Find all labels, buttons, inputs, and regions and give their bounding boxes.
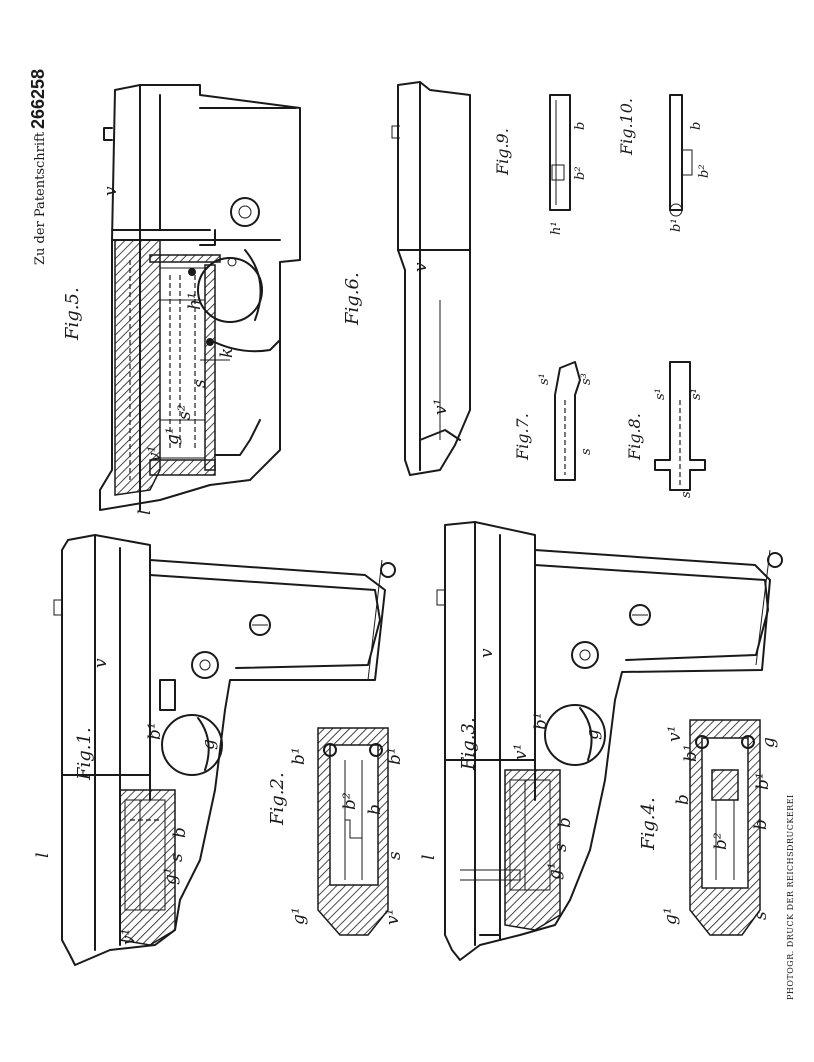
label-g-fig3: g — [583, 729, 603, 740]
label-b1b-fig2: b¹ — [385, 747, 405, 765]
label-g-fig4: g — [759, 737, 779, 748]
label-b1-fig3: b¹ — [531, 712, 551, 730]
label-s1b-fig8: s¹ — [689, 388, 704, 400]
label-s-fig3: s — [551, 843, 571, 852]
label-b1-fig10: b¹ — [669, 218, 684, 232]
label-b1-fig2: b¹ — [289, 747, 309, 765]
label-b-fig10: b — [689, 122, 704, 130]
label-g-fig1: g — [199, 739, 219, 750]
label-s: s — [190, 379, 210, 388]
label-v-fig3: v — [477, 648, 497, 658]
label-s-fig8: s — [679, 491, 694, 498]
figure-6-title: Fig.6. — [342, 272, 363, 326]
printer-imprint-text: PHOTOGR. DRUCK DER REICHSDRUCKEREI — [786, 794, 795, 1000]
label-s-fig1: s — [167, 853, 187, 862]
header-patent-number: 266258 — [28, 69, 48, 129]
label-b2-fig9: b² — [573, 166, 588, 180]
figure-10-title: Fig.10. — [617, 98, 636, 156]
figure-7: s¹ s³ s Fig.7. — [513, 361, 594, 481]
label-v1-fig6: v¹ — [431, 399, 451, 415]
figure-8-title: Fig.8. — [625, 413, 644, 461]
label-l: l — [135, 510, 155, 515]
figure-1: v g b¹ b s g¹ v¹ l Fig.1. — [33, 534, 396, 966]
label-b2-fig4: b² — [711, 832, 731, 850]
figure-5-title: Fig.5. — [62, 287, 83, 341]
figure-1-title: Fig.1. — [74, 727, 95, 781]
label-bc-fig4: b — [751, 819, 771, 830]
label-v: v — [101, 186, 121, 196]
label-s1-fig8: s¹ — [653, 388, 668, 400]
label-v1-fig4: v¹ — [665, 726, 685, 742]
figure-4: v¹ b¹ g b¹ b b² b g¹ s Fig.4. — [638, 719, 779, 936]
label-v1-fig2: v¹ — [383, 909, 403, 925]
printer-imprint: PHOTOGR. DRUCK DER REICHSDRUCKEREI — [786, 794, 795, 1000]
label-g1-fig2: g¹ — [289, 907, 309, 925]
label-s3-fig7: s³ — [579, 373, 594, 385]
label-v1-fig3: v¹ — [511, 744, 531, 760]
figure-6: v v¹ Fig.6. — [342, 81, 471, 476]
label-l-fig3: l — [419, 855, 439, 860]
label-b-fig9: b — [573, 122, 588, 130]
label-b-fig2: b — [365, 804, 385, 815]
label-b1-fig1: b¹ — [145, 722, 165, 740]
label-b1-fig4: b¹ — [681, 744, 701, 762]
figure-5: v h¹ k s s² g¹ v¹ l Fig.5. — [62, 84, 301, 515]
figure-9: b b² h¹ Fig.9. — [493, 94, 588, 235]
figure-10: b b² b¹ Fig.10. — [617, 94, 712, 232]
figure-8: s¹ s¹ s Fig.8. — [625, 361, 706, 498]
label-b1b-fig4: b¹ — [753, 772, 773, 790]
label-v-fig6: v — [411, 262, 431, 272]
label-b2-fig10: b² — [697, 164, 712, 178]
figure-3: v g b¹ v¹ b s g¹ l Fig.3. — [419, 521, 783, 961]
label-v1-fig1: v¹ — [119, 929, 139, 945]
figure-2-title: Fig.2. — [267, 772, 288, 826]
figure-9-title: Fig.9. — [493, 128, 512, 176]
label-s-fig2: s — [385, 851, 405, 860]
label-b-fig4: b — [673, 794, 693, 805]
label-g1: g¹ — [163, 427, 183, 445]
figure-7-title: Fig.7. — [513, 413, 532, 461]
label-s-fig7: s — [579, 448, 594, 455]
label-g1-fig3: g¹ — [545, 862, 565, 880]
label-s2: s² — [175, 404, 195, 420]
label-h1: h¹ — [185, 292, 205, 310]
label-v-fig1: v — [91, 658, 111, 668]
figure-4-title: Fig.4. — [638, 797, 659, 851]
label-b2-fig2: b² — [340, 792, 360, 810]
header-prefix: Zu der Patentschrift — [33, 131, 48, 265]
figure-2: b¹ b¹ b² b s g¹ v¹ Fig.2. — [267, 727, 405, 936]
label-s1-fig7: s¹ — [537, 373, 552, 385]
label-b-fig1: b — [170, 827, 190, 838]
label-h1-fig9: h¹ — [549, 221, 564, 235]
label-b-fig3: b — [555, 817, 575, 828]
label-l-fig1: l — [33, 853, 53, 858]
label-k: k — [217, 348, 237, 358]
label-g1-fig4: g¹ — [661, 907, 681, 925]
patent-header: Zu der Patentschrift 266258 — [28, 69, 48, 265]
label-g1-fig1: g¹ — [161, 867, 181, 885]
label-s-fig4: s — [751, 911, 771, 920]
label-v1: v¹ — [145, 446, 165, 462]
figure-3-title: Fig.3. — [458, 717, 479, 771]
